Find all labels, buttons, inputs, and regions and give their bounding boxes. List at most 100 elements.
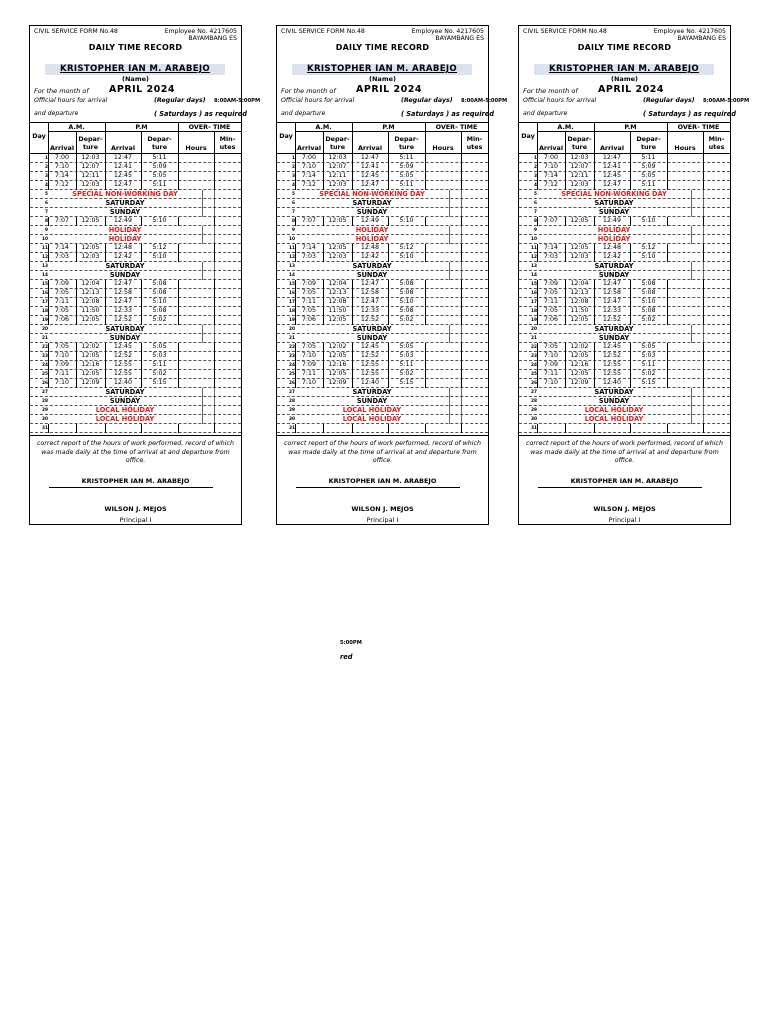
pm-arrival: 12:47 xyxy=(602,181,622,188)
am-arrival: 7:07 xyxy=(301,217,317,224)
pm-arrival: 12:45 xyxy=(113,172,133,179)
col-minutes-1: Min- xyxy=(466,135,483,143)
pm-departure: 5:11 xyxy=(399,181,414,188)
regular-days-label: (Regular days) xyxy=(643,97,695,104)
am-arrival: 7:06 xyxy=(301,316,317,323)
day-number: 21 xyxy=(531,336,537,341)
day-number: 26 xyxy=(289,381,295,386)
table-row: 31 xyxy=(519,424,730,433)
am-arrival: 7:05 xyxy=(543,343,559,350)
special-day-label: HOLIDAY xyxy=(355,235,389,243)
pm-departure: 5:02 xyxy=(641,316,656,323)
day-number: 31 xyxy=(42,426,48,431)
am-arrival: 7:03 xyxy=(54,253,70,260)
day-number: 12 xyxy=(289,255,295,260)
am-departure: 12:05 xyxy=(570,217,589,224)
special-day-label: SUNDAY xyxy=(356,271,388,279)
am-departure: 12:13 xyxy=(328,289,347,296)
month-label: For the month of xyxy=(523,87,578,95)
pm-arrival: 12:48 xyxy=(602,244,622,251)
col-am-arrival: Arrival xyxy=(49,144,75,152)
pm-arrival: 12:45 xyxy=(602,343,622,350)
am-arrival: 7:10 xyxy=(54,352,70,359)
pm-departure: 5:05 xyxy=(641,343,656,350)
pm-departure: 5:11 xyxy=(399,361,414,368)
special-day-label: LOCAL HOLIDAY xyxy=(95,415,155,423)
special-day-label: SATURDAY xyxy=(594,262,634,270)
am-arrival: 7:10 xyxy=(543,163,559,170)
day-number: 10 xyxy=(42,237,48,242)
am-departure: 12:07 xyxy=(328,163,347,170)
pm-arrival: 12:55 xyxy=(602,361,622,368)
table-row: 31 xyxy=(277,424,488,433)
special-day-label: HOLIDAY xyxy=(108,226,142,234)
am-arrival: 7:12 xyxy=(54,181,70,188)
col-pm-departure-1: Depar- xyxy=(147,135,172,143)
pm-arrival: 12:45 xyxy=(360,343,380,350)
am-departure: 12:08 xyxy=(570,298,589,305)
col-am-departure-1: Depar- xyxy=(78,135,103,143)
departure-label: and departure xyxy=(281,110,326,117)
day-number: 7 xyxy=(45,210,48,215)
pm-departure: 5:08 xyxy=(641,289,656,296)
am-arrival: 7:14 xyxy=(543,244,559,251)
pm-arrival: 12:45 xyxy=(602,172,622,179)
am-departure: 11:50 xyxy=(81,307,100,314)
name-caption: (Name) xyxy=(611,75,638,83)
civil-service-form-label: CIVIL SERVICE FORM No.48 xyxy=(523,28,607,35)
day-number: 27 xyxy=(289,390,295,395)
pm-departure: 5:08 xyxy=(399,280,414,287)
pm-arrival: 12:40 xyxy=(602,379,622,386)
pm-departure: 5:12 xyxy=(152,244,167,251)
day-number: 21 xyxy=(42,336,48,341)
pm-arrival: 12:48 xyxy=(113,244,133,251)
special-day-label: LOCAL HOLIDAY xyxy=(584,415,644,423)
am-departure: 12:03 xyxy=(328,181,347,188)
am-departure: 12:05 xyxy=(81,370,100,377)
special-day-label: SATURDAY xyxy=(105,388,145,396)
day-number: 16 xyxy=(289,291,295,296)
pm-departure: 5:03 xyxy=(152,352,167,359)
col-pm-header: P.M xyxy=(382,123,395,131)
pm-arrival: 12:48 xyxy=(360,244,380,251)
pm-arrival: 12:47 xyxy=(602,298,622,305)
am-arrival: 7:11 xyxy=(543,370,559,377)
pm-arrival: 12:49 xyxy=(360,217,380,224)
special-day-label: LOCAL HOLIDAY xyxy=(95,406,155,414)
am-departure: 12:02 xyxy=(570,343,589,350)
special-day-label: SPECIAL NON-WORKING DAY xyxy=(561,190,667,198)
regular-hours: 8:00AM-5:00PM xyxy=(461,98,508,104)
day-number: 27 xyxy=(42,390,48,395)
day-number: 7 xyxy=(292,210,295,215)
special-day-label: SUNDAY xyxy=(598,397,630,405)
day-number: 31 xyxy=(289,426,295,431)
pm-arrival: 12:40 xyxy=(360,379,380,386)
employee-signature-name: KRISTOPHER IAN M. ARABEJO xyxy=(328,477,437,485)
col-pm-arrival: Arrival xyxy=(110,144,136,152)
day-number: 23 xyxy=(531,354,537,359)
pm-arrival: 12:55 xyxy=(113,370,133,377)
day-number: 24 xyxy=(531,363,537,368)
pm-arrival: 12:52 xyxy=(113,352,133,359)
